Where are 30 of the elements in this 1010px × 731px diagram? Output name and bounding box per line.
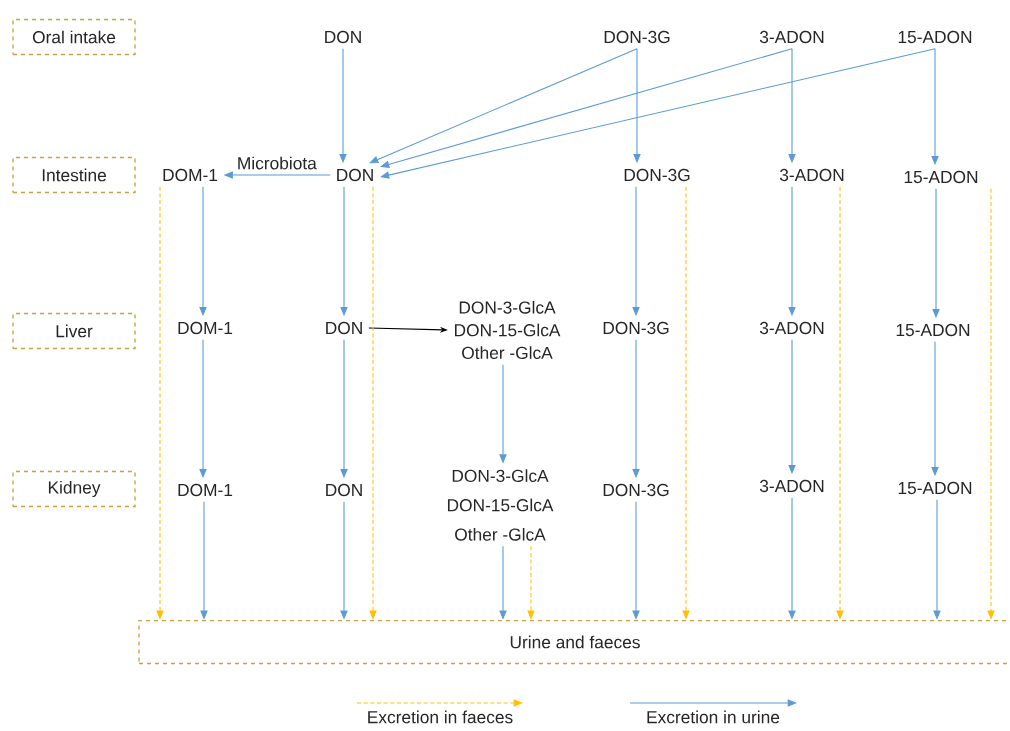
compound-label: 15-ADON — [898, 481, 972, 495]
compound-label: 3-ADON — [759, 479, 824, 493]
compound-label: DON — [326, 321, 362, 335]
compound-label: DON — [326, 483, 362, 497]
compound-list: DON-3-GlcA DON-15-GlcA Other -GlcA — [455, 300, 561, 359]
compound-label: DON-3G — [603, 321, 669, 335]
compound-label: 15-ADON — [896, 323, 970, 337]
compound-label: DON — [325, 30, 361, 44]
compound-label: 15-ADON — [904, 170, 978, 184]
compound-label: DOM-1 — [178, 483, 233, 497]
region-box: Intestine — [12, 156, 136, 194]
region-box: Liver — [12, 312, 136, 350]
region-box: Oral intake — [12, 18, 136, 56]
legend-label: Excretion in faeces — [368, 710, 513, 724]
compound-label: 3-ADON — [759, 321, 824, 335]
arrow — [369, 48, 638, 164]
region-box: Kidney — [12, 470, 136, 508]
legend-label: Excretion in urine — [647, 710, 780, 724]
compound-label: DON — [337, 168, 373, 182]
compound-label: DON-3G — [624, 168, 690, 182]
output-box: Urine and faeces — [138, 619, 1010, 665]
compound-label: DON-3G — [603, 483, 669, 497]
compound-label: 3-ADON — [779, 168, 844, 182]
compound-label: DON-3G — [604, 30, 670, 44]
compound-label: DOM-1 — [178, 321, 233, 335]
compound-label: DOM-1 — [163, 168, 218, 182]
edge-label: Microbiota — [238, 156, 317, 170]
compound-label: 15-ADON — [898, 30, 972, 44]
compound-label: 3-ADON — [759, 30, 824, 44]
compound-list: DON-3-GlcA DON-15-GlcA Other -GlcA — [448, 469, 554, 541]
